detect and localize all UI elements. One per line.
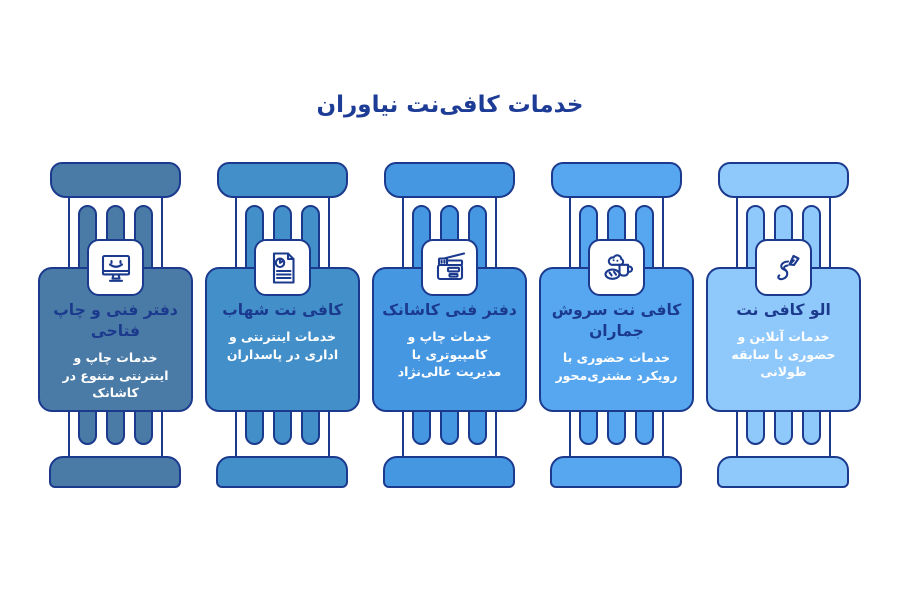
- pillar-column-1: دفتر فنی و چاپ فتاحی خدمات چاپ و اینترنت…: [32, 162, 199, 488]
- bread-mug-icon: [588, 239, 645, 296]
- pillar-base: [550, 456, 682, 488]
- pillar-column-4: کافی نت سروش جماران خدمات حضوری با رویکر…: [533, 162, 700, 488]
- pillar-base: [383, 456, 515, 488]
- pillar-column-3: دفتر فنی کاشانک خدمات چاپ و کامپیوتری با…: [366, 162, 533, 488]
- pillar-base: [216, 456, 348, 488]
- monitor-smile-icon: [87, 239, 144, 296]
- service-description: خدمات آنلاین و حضوری با سابقه طولانی: [731, 328, 836, 380]
- service-title: الو کافی نت: [736, 301, 831, 319]
- page-title: خدمات کافی‌نت نیاوران: [316, 92, 584, 118]
- pillar-column-5: الو کافی نت خدمات آنلاین و حضوری با سابق…: [700, 162, 867, 488]
- pillar-base: [49, 456, 181, 488]
- service-description: خدمات چاپ و کامپیوتری با مدیریت عالی‌نژا…: [397, 328, 502, 380]
- pillar-capital: [551, 162, 682, 198]
- photocopier-icon: [421, 239, 478, 296]
- report-document-icon: [254, 239, 311, 296]
- pillar-capital: [384, 162, 515, 198]
- service-description: خدمات اینترنتی و اداری در پاسداران: [226, 328, 339, 362]
- service-title: کافی نت سروش جماران: [551, 301, 682, 340]
- quill-scroll-icon: [755, 239, 812, 296]
- service-title: کافی نت شهاب: [222, 301, 343, 319]
- service-title: دفتر فنی و چاپ فتاحی: [53, 301, 178, 340]
- pillar-base: [717, 456, 849, 488]
- pillar-capital: [217, 162, 348, 198]
- service-description: خدمات حضوری با رویکرد مشتری‌محور: [555, 349, 678, 383]
- pillar-capital: [50, 162, 181, 198]
- pillar-column-2: کافی نت شهاب خدمات اینترنتی و اداری در پ…: [199, 162, 366, 488]
- service-description: خدمات چاپ و اینترنتی متنوع در کاشانک: [62, 349, 169, 401]
- service-title: دفتر فنی کاشانک: [382, 301, 517, 319]
- pillar-capital: [718, 162, 849, 198]
